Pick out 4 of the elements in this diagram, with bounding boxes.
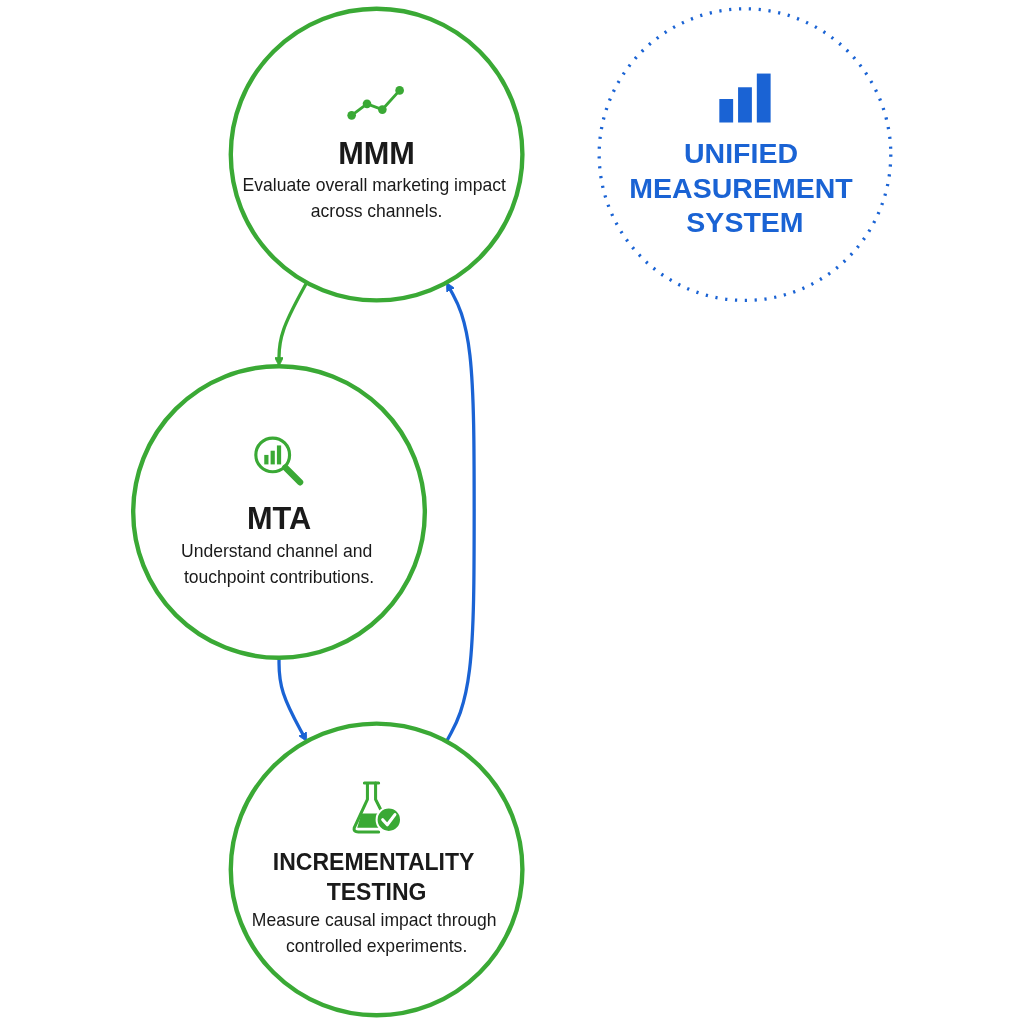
node-circle: MMM Evaluate overall marketing impact across channels.: [228, 6, 525, 303]
node-circle: UNIFIED MEASUREMENT SYSTEM: [597, 7, 893, 303]
node-circle: INCREMENTALITY TESTING Measure causal impact through controlled experiments.: [228, 721, 525, 1018]
node-circle: MTA Understand channel and touchpoint contributions.: [131, 364, 428, 660]
